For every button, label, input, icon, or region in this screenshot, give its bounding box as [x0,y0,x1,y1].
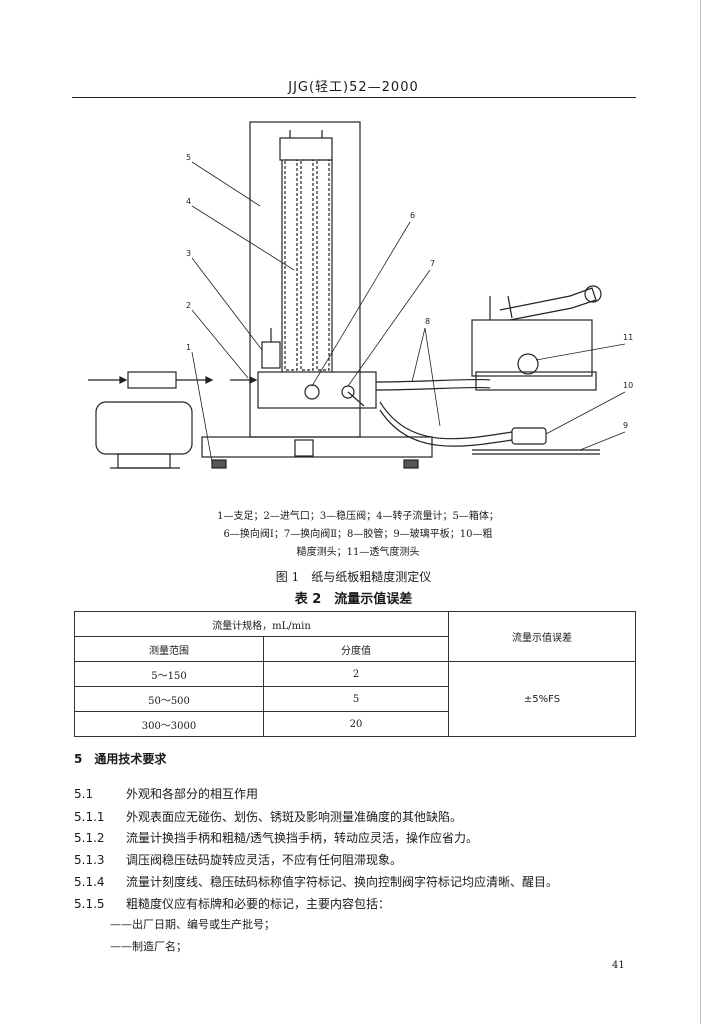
legend-line: 1—支足；2—进气口；3—稳压阀；4—转子流量计；5—箱体； [217,511,499,522]
callout-lines [191,161,626,463]
filter-unit [127,371,177,389]
legend-line: 糙度测头；11—透气度测头 [296,547,420,558]
clause-text: 粗糙度仪应有标牌和必要的标记，主要内容包括： [126,897,391,911]
clause-line: 5.1.5 粗糙度仪应有标牌和必要的标记，主要内容包括： [74,895,390,912]
range-cell: 5～150 [74,661,264,687]
flow-error-table: 流量计规格，mL/min 流量示值误差 测量范围 分度值 5～150 2 ±5%… [74,611,636,737]
clause-line: 5.1.1 外观表面应无碰伤、划伤、锈斑及影响测量准确度的其他缺陷。 [74,808,462,825]
base-plate [201,436,433,458]
clause-number: 5.1.4 [74,875,105,889]
air-permeability-head [471,319,593,377]
header-rule [72,97,636,98]
clause-text: 外观表面应无碰伤、划伤、锈斑及影响测量准确度的其他缺陷。 [126,810,463,824]
callout-8: 8 [425,317,430,326]
support-foot-left [211,459,227,469]
dash-item: ——出厂日期、编号或生产批号； [110,918,275,931]
callout-3: 3 [186,249,191,258]
callout-2: 2 [186,301,191,310]
apparatus-figure: 1 2 3 4 5 6 7 8 9 10 11 [88,121,633,469]
spec-header-cell: 流量计规格，mL/min [74,611,449,637]
clause-line: 5.1 外观和各部分的相互作用 [74,785,258,802]
callout-5: 5 [186,153,191,162]
page-number: 41 [612,960,625,971]
figure-title: 图 1 纸与纸板粗糙度测定仪 [275,570,432,584]
callout-10: 10 [623,381,633,390]
division-cell: 5 [263,686,449,712]
clause-line: 5.1.3 调压阀稳压砝码旋转应灵活，不应有任何阻滞现象。 [74,851,402,868]
air-pump [95,401,193,455]
support-foot-right [403,459,419,469]
table-row: 5～150 2 ±5%FS [74,661,636,737]
callout-7: 7 [430,259,435,268]
running-header: JJG(轻工)52—2000 [288,80,419,95]
rotor-flowmeter-tubes [284,159,330,371]
clause-number: 5.1 [74,787,94,801]
table-row: 300～3000 20 [74,711,636,737]
callout-4: 4 [186,197,191,206]
dash-item: ——制造厂名； [110,940,187,953]
division-cell: 20 [263,711,449,737]
clause-text: 调压阀稳压砝码旋转应灵活，不应有任何阻滞现象。 [126,853,403,867]
roughness-head [511,427,547,445]
callout-6: 6 [410,211,415,220]
callout-1: 1 [186,343,191,352]
clause-line: 5.1.2 流量计换挡手柄和粗糙/透气换挡手柄，转动应灵活，操作应省力。 [74,829,478,846]
clause-number: 5.1.2 [74,831,105,845]
clause-text: 流量计刻度线、稳压砝码标称值字符标记、换向控制阀字符标记均应清晰、醒目。 [126,875,559,889]
callout-9: 9 [623,421,628,430]
callout-numbers: 1 2 3 4 5 6 7 8 9 10 11 [186,153,633,430]
clause-number: 5.1.1 [74,810,105,824]
clause-number: 5.1.3 [74,853,105,867]
clause-line: 5.1.4 流量计刻度线、稳压砝码标称值字符标记、换向控制阀字符标记均应清晰、醒目… [74,873,558,890]
range-cell: 50～500 [74,686,264,712]
legend-line: 6—换向阀Ⅰ；7—换向阀Ⅱ；8—胶管；9—玻璃平板；10—粗 [223,529,493,540]
clause-text: 流量计换挡手柄和粗糙/透气换挡手柄，转动应灵活，操作应省力。 [126,831,479,845]
figure-legend: 1—支足；2—进气口；3—稳压阀；4—转子流量计；5—箱体； 6—换向阀Ⅰ；7—… [188,508,528,562]
range-cell: 300～3000 [74,711,264,737]
error-value-cell: ±5%FS [448,661,636,737]
error-header-cell: 流量示值误差 [448,611,636,662]
table-title: 表 2 流量示值误差 [294,592,413,607]
callout-11: 11 [623,333,633,342]
range-header-cell: 测量范围 [74,636,264,662]
flowmeter-top-block [279,137,333,161]
division-header-cell: 分度值 [263,636,449,662]
clause-number: 5.1.5 [74,897,105,911]
scan-edge-mark [700,0,701,1024]
hose-upper [375,378,491,383]
division-cell: 2 [263,661,449,687]
pressure-valve [261,341,281,369]
section-heading: 5 通用技术要求 [74,752,167,766]
switch-valve-1 [304,384,320,400]
clause-text: 外观和各部分的相互作用 [126,787,259,801]
